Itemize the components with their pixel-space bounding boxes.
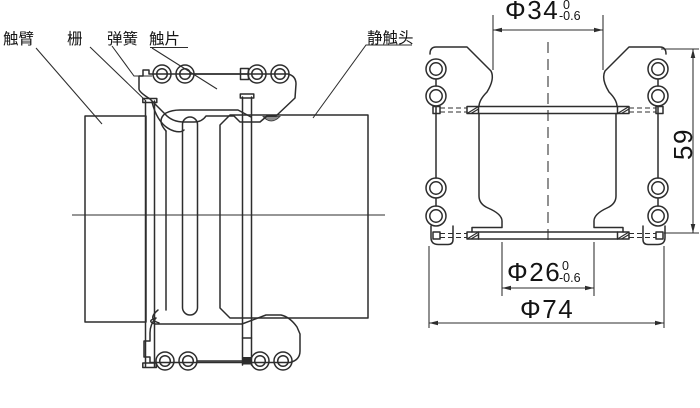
static-contact-outline: [219, 114, 369, 319]
spring-ring-icon: [181, 354, 195, 368]
hatch-section: [616, 231, 630, 240]
spring-ring-icon: [425, 58, 447, 80]
arrowhead-icon: [690, 224, 696, 233]
body-right-profile: [593, 112, 624, 233]
left-view-side-drawing: 触臂 栅 弹簧 触片 静触头: [3, 29, 414, 371]
dim-phi26-tol-lower: -0.6: [559, 271, 581, 285]
flange-end-lug: [655, 105, 664, 115]
grid-bar-cap: [142, 97, 158, 104]
dim-phi34-tol-lower: -0.6: [559, 9, 581, 23]
blade-slot: [181, 116, 199, 316]
extension-line: [428, 246, 665, 328]
arrowhead-icon: [502, 285, 511, 291]
spring-ring-icon: [247, 64, 267, 84]
spring-ring-icon: [250, 351, 270, 371]
dimension-phi26: Φ26 0 -0.6: [501, 242, 595, 296]
spring-ring-icon: [273, 351, 293, 371]
body-left-profile: [471, 112, 503, 233]
dim-phi34-value: Φ34: [505, 0, 559, 25]
side-spring-rings-right: [647, 58, 669, 227]
neck-right-profile: [602, 46, 667, 108]
spring-ring-icon: [425, 177, 447, 199]
spring-ring-icon: [270, 64, 290, 84]
dim-phi26-value: Φ26: [507, 257, 561, 287]
spring-ring-icon: [651, 181, 665, 195]
spring-ring-icon: [647, 205, 669, 227]
hatch-section: [466, 231, 480, 240]
hatch-section: [466, 105, 480, 115]
spring-ring-icon: [276, 354, 290, 368]
spring-ring-icon: [155, 67, 169, 81]
lower-flange-band: [432, 231, 664, 240]
spring-ring-icon: [425, 205, 447, 227]
upper-flange-band: [432, 105, 664, 115]
spring-ring-icon: [250, 67, 264, 81]
arrowhead-icon: [493, 27, 502, 33]
spring-ring-icon: [647, 85, 669, 107]
blade-bottom-flare: [152, 309, 160, 324]
leader-grid: [89, 46, 147, 102]
right-foot-outline: [642, 225, 666, 246]
label-static-contact: 静触头: [367, 29, 414, 47]
dimension-height-59: 59: [661, 48, 699, 234]
dim-phi26-tol-upper: 0: [562, 259, 569, 273]
spring-ring-icon: [152, 64, 172, 84]
contact-blade: [152, 109, 252, 324]
arrowhead-icon: [585, 285, 594, 291]
lower-contact-block-outline: [143, 314, 301, 364]
leader-spring: [111, 45, 152, 77]
dimension-phi74: Φ74: [428, 246, 665, 328]
label-spring: 弹簧: [107, 30, 138, 48]
spring-ring-icon: [647, 58, 669, 80]
spring-ring-icon: [155, 351, 175, 371]
side-spring-rings-left: [425, 58, 447, 227]
hatch-section: [616, 105, 630, 115]
spring-ring-icon: [429, 62, 443, 76]
leader-contact-blade: [151, 47, 218, 90]
flange-end-lug: [655, 231, 664, 240]
spring-ring-icon: [651, 209, 665, 223]
neck-left-profile: [429, 46, 494, 108]
arrowhead-icon: [429, 320, 438, 326]
spring-ring-icon: [647, 177, 669, 199]
spring-ring-icon: [273, 67, 287, 81]
left-foot-outline: [430, 225, 454, 246]
callouts: 触臂 栅 弹簧 触片 静触头: [3, 29, 414, 125]
spring-ring-icon: [429, 89, 443, 103]
label-grid: 栅: [67, 30, 83, 48]
leader-static-contact: [312, 44, 412, 119]
label-contact-arm: 触臂: [3, 30, 34, 48]
contact-arm-outline: [84, 115, 147, 323]
spring-ring-icon: [253, 354, 267, 368]
extension-line: [501, 242, 595, 296]
spring-ring-icon: [429, 181, 443, 195]
spring-ring-icon: [178, 351, 198, 371]
dim-phi74-value: Φ74: [520, 294, 574, 324]
dimension-phi34: Φ34 0 -0.6: [492, 0, 604, 70]
leader-contact-arm: [35, 47, 103, 125]
spring-ring-icon: [425, 85, 447, 107]
lower-spring-rings: [155, 351, 293, 371]
arrowhead-icon: [594, 27, 603, 33]
spring-ring-icon: [651, 89, 665, 103]
dim-59-value: 59: [668, 128, 698, 160]
grid-bar-left: [142, 97, 158, 369]
blade-top-flange: [160, 109, 252, 132]
grid-bar-cap: [239, 93, 255, 99]
arrowhead-icon: [690, 49, 696, 58]
spring-ring-icon: [651, 62, 665, 76]
dim-phi34-tol-upper: 0: [563, 0, 570, 12]
arrowhead-icon: [655, 320, 664, 326]
label-contact-blade: 触片: [149, 30, 180, 48]
spring-ring-icon: [158, 354, 172, 368]
flange-end-lug: [432, 231, 441, 240]
right-view-front-drawing: Φ34 0 -0.6 59 Φ26 0 -0.6 Φ: [425, 0, 699, 328]
spring-ring-icon: [429, 209, 443, 223]
extension-line: [492, 15, 604, 70]
